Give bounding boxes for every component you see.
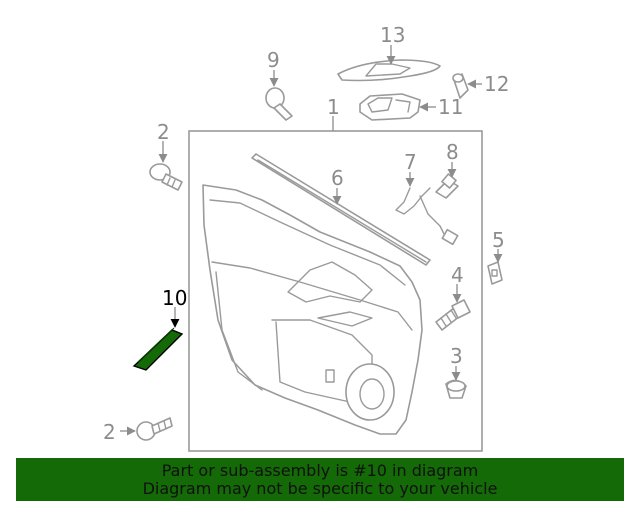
part-13-upper-trim: [337, 59, 441, 82]
callout-2-lower: 2: [103, 420, 116, 444]
callout-6: 6: [331, 166, 344, 190]
callout-12: 12: [484, 72, 509, 96]
banner-line-disclaimer: Diagram may not be specific to your vehi…: [142, 478, 498, 498]
part-7-wire-harness: [395, 187, 459, 246]
callout-labels: 13 9 12 1 11 2 7 8 6 5 4 10 3 2: [103, 23, 509, 444]
callout-5: 5: [492, 228, 505, 252]
part-1-door-trim-panel: [188, 130, 483, 452]
callout-1: 1: [327, 95, 340, 119]
callout-8: 8: [446, 140, 459, 164]
callout-2-upper: 2: [157, 120, 170, 144]
info-banner: Part or sub-assembly is #10 in diagram D…: [16, 458, 624, 501]
part-6-belt-molding: [251, 153, 431, 266]
part-11-switch-assembly: [359, 93, 421, 121]
callout-9: 9: [267, 48, 280, 72]
part-3-push-clip: [445, 379, 467, 399]
part-2-screw-upper: [149, 163, 183, 191]
callout-7: 7: [404, 150, 417, 174]
banner-line-part: Part or sub-assembly is #10 in diagram: [161, 460, 479, 480]
callout-3: 3: [450, 344, 463, 368]
part-2-screw-lower: [136, 417, 173, 441]
callout-13: 13: [380, 23, 405, 47]
part-10-highlighted: [132, 327, 184, 371]
part-9-screw: [265, 87, 293, 121]
leader-lines: [120, 45, 503, 436]
part-12-clip: [452, 73, 469, 99]
part-5-bracket: [487, 261, 503, 285]
callout-11: 11: [438, 95, 463, 119]
callout-4: 4: [451, 263, 464, 287]
callout-10: 10: [162, 286, 187, 310]
part-4-screw: [435, 299, 471, 331]
